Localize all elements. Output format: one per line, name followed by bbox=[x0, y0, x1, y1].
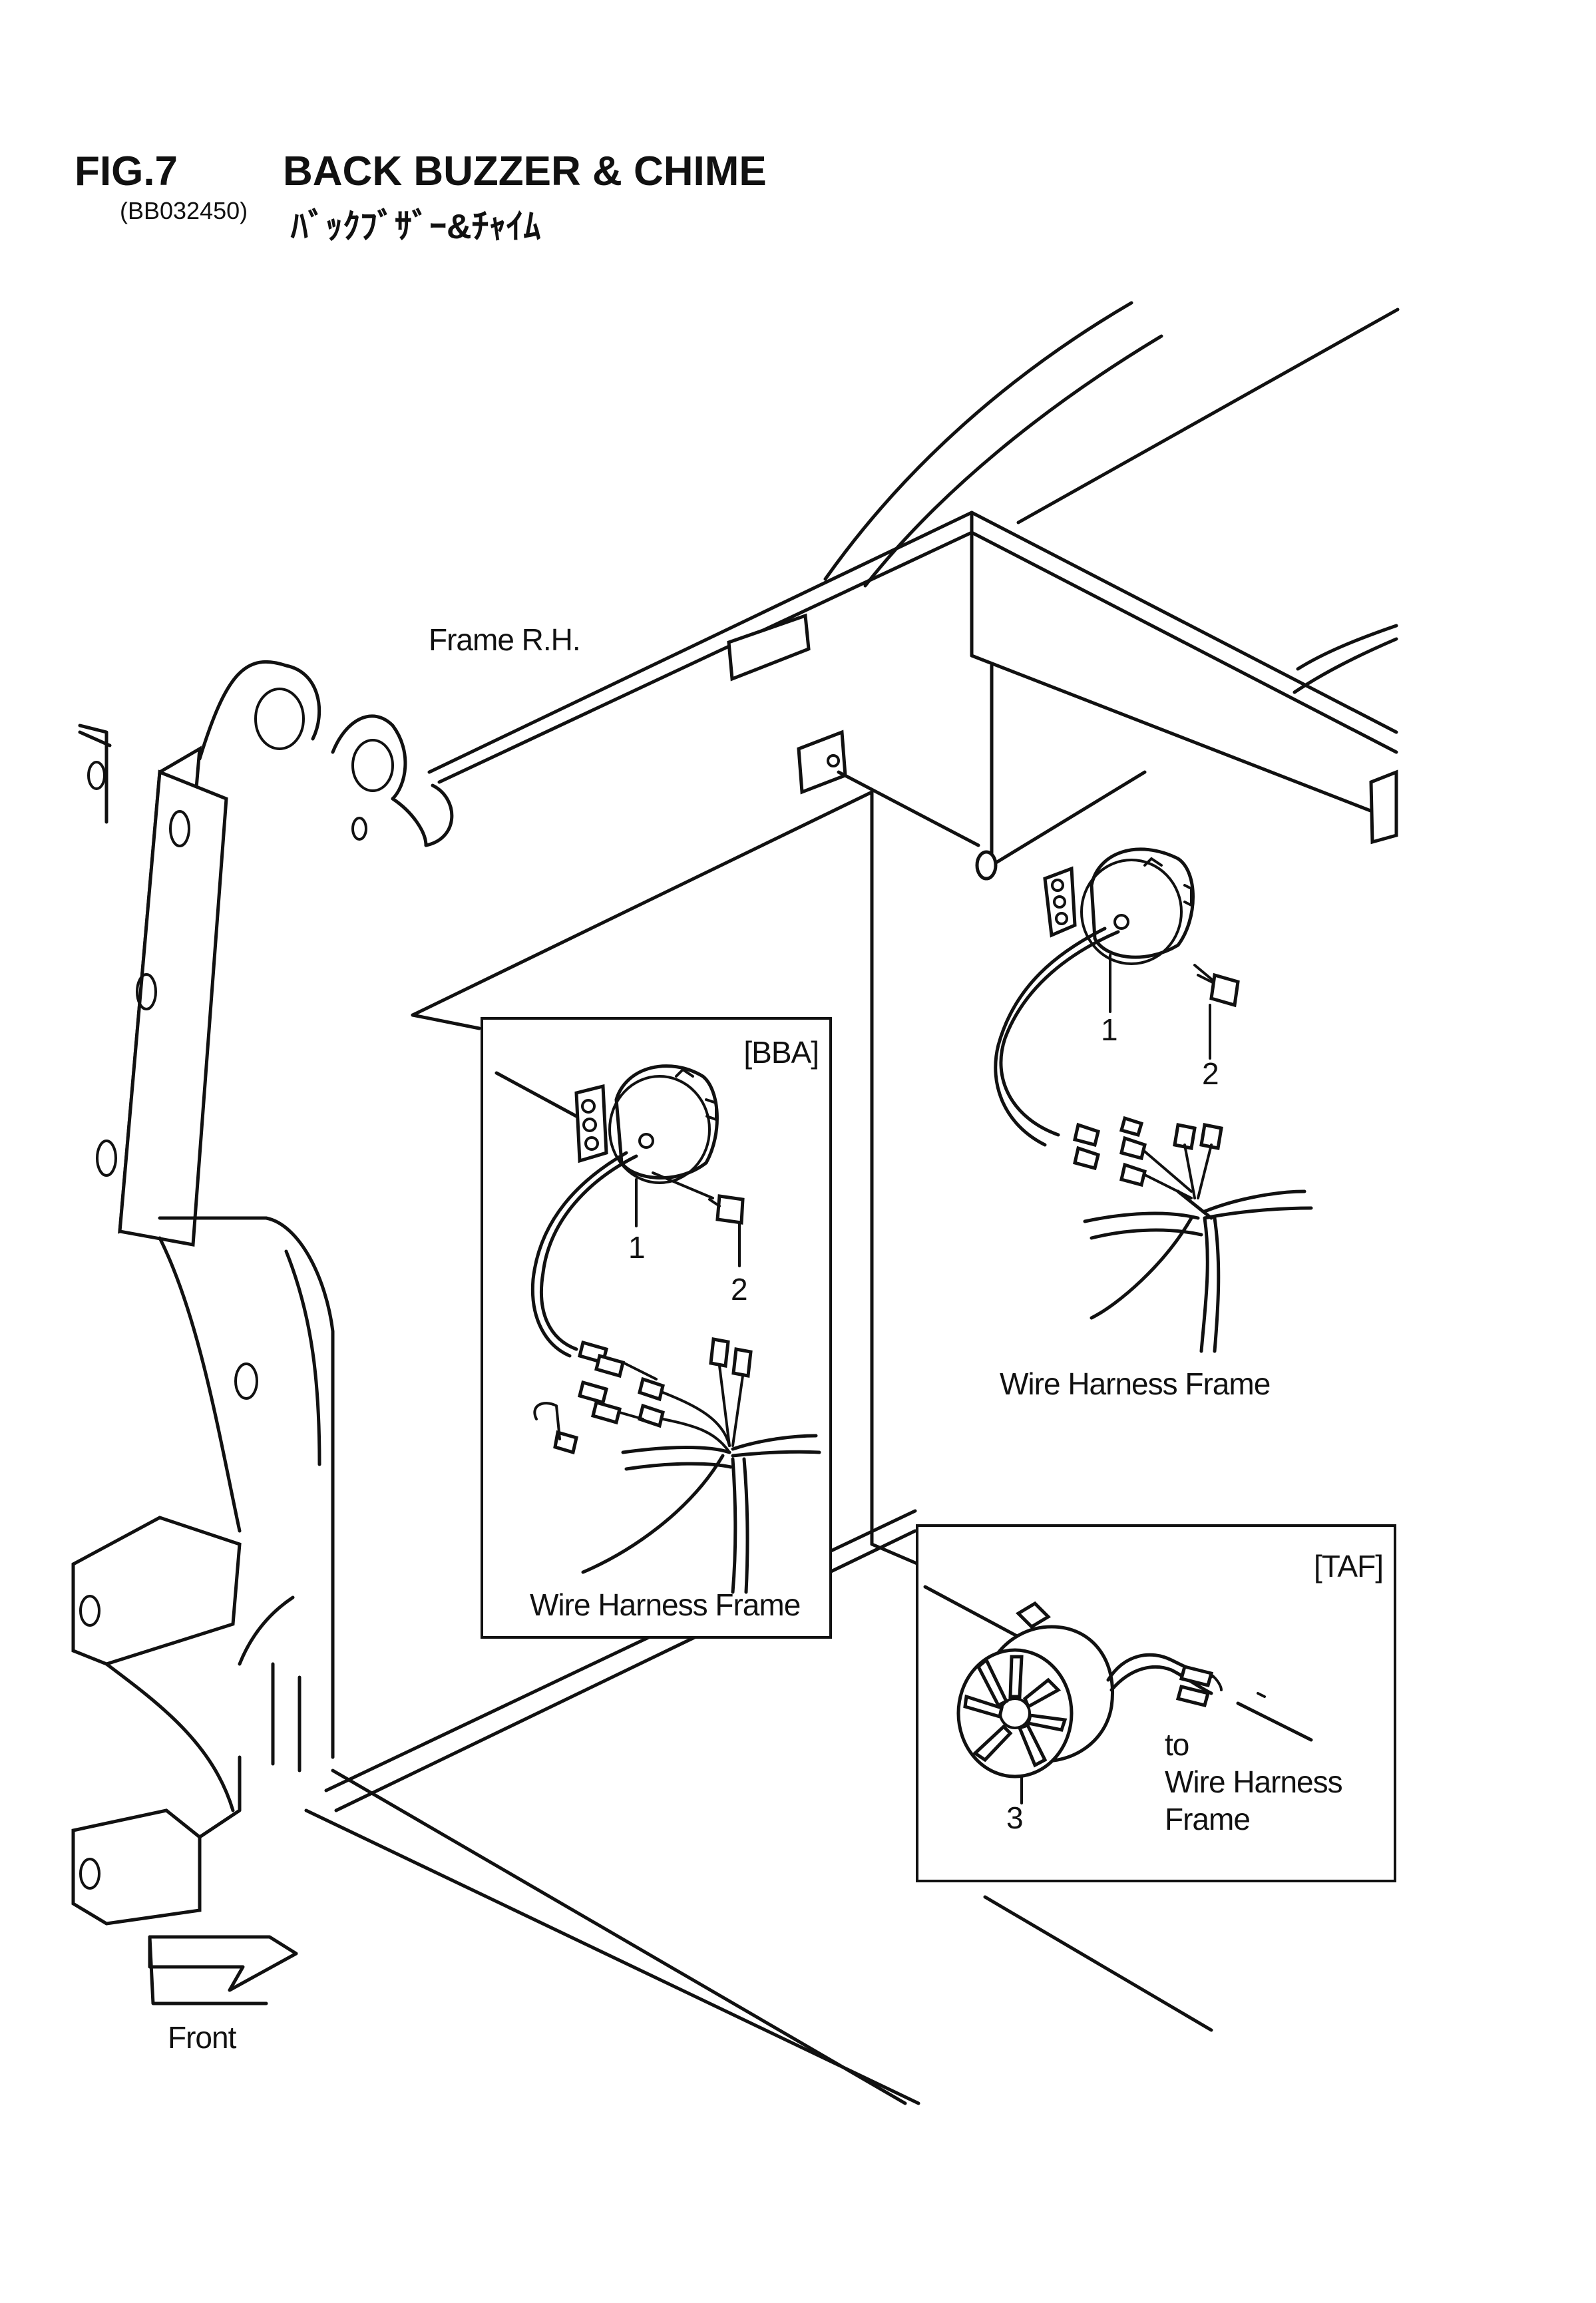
label-frame-rh: Frame R.H. bbox=[429, 622, 581, 657]
inset-bba-callout-1: 1 bbox=[628, 1230, 646, 1265]
callout-main-2: 2 bbox=[1202, 1056, 1219, 1091]
inset-taf-note-line3: Frame bbox=[1165, 1802, 1251, 1836]
label-wire-harness-frame-main: Wire Harness Frame bbox=[1000, 1366, 1271, 1401]
figure-code: (BB032450) bbox=[120, 197, 248, 224]
callout-main-1: 1 bbox=[1101, 1012, 1118, 1047]
figure-number: FIG.7 bbox=[75, 148, 178, 194]
figure-title-jp: ﾊﾞｯｸﾌﾞｻﾞｰ&ﾁｬｲﾑ bbox=[291, 208, 541, 246]
inset-bba-tag: [BBA] bbox=[743, 1035, 819, 1070]
label-front: Front bbox=[168, 2020, 236, 2055]
inset-taf-note-line1: to bbox=[1165, 1727, 1189, 1762]
inset-taf-callout-3: 3 bbox=[1006, 1800, 1024, 1835]
inset-taf-note-line2: Wire Harness bbox=[1165, 1765, 1343, 1799]
inset-bba-drawing bbox=[495, 1064, 821, 1594]
inset-taf-drawing bbox=[923, 1585, 1313, 1804]
inset-taf-tag: [TAF] bbox=[1313, 1549, 1384, 1583]
inset-bba: [BBA] bbox=[481, 1017, 832, 1639]
inset-bba-callout-2: 2 bbox=[731, 1272, 748, 1307]
label-wire-harness-frame-bba: Wire Harness Frame bbox=[530, 1587, 801, 1622]
inset-taf: [TAF] 3 to Wire Harness bbox=[916, 1524, 1396, 1882]
figure-title: BACK BUZZER & CHIME bbox=[283, 148, 767, 194]
